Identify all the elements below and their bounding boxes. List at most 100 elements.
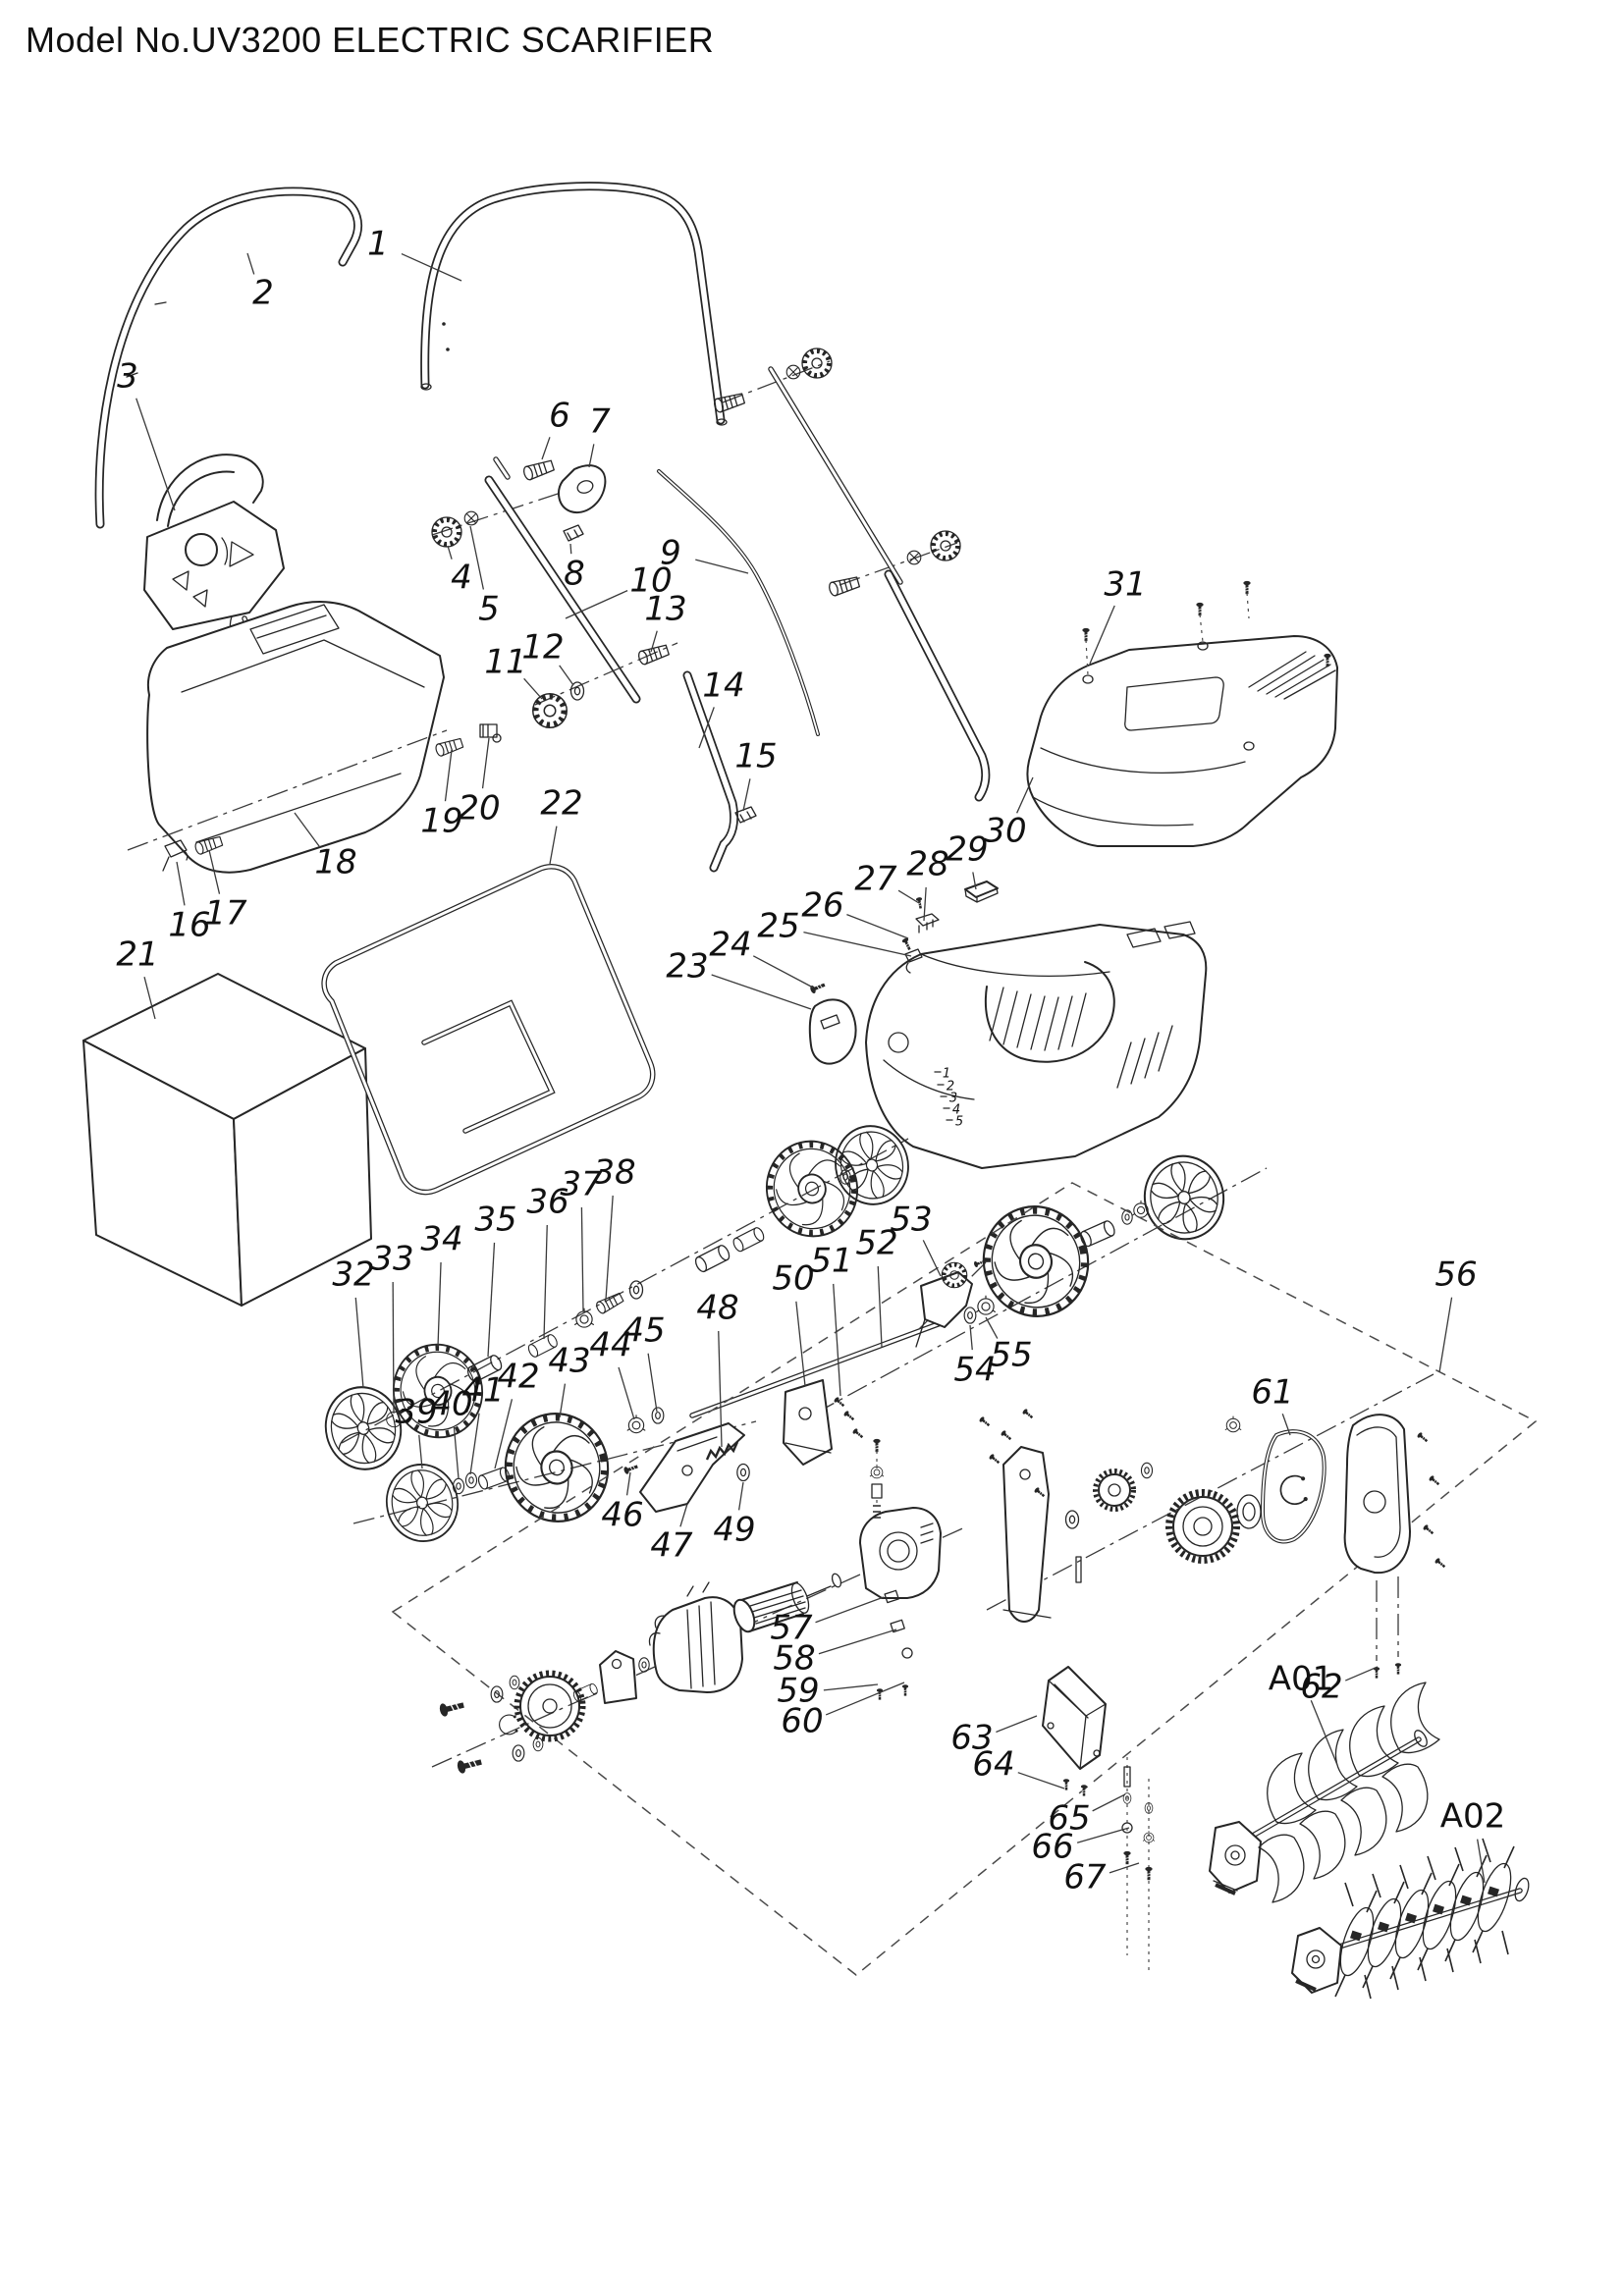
belt-cover-62 [1343,1414,1447,1679]
svg-text:25: 25 [757,907,799,946]
leader-line-66 [1076,1827,1130,1843]
clip-8 [563,524,584,542]
svg-text:8: 8 [564,555,585,594]
svg-text:58: 58 [773,1639,815,1679]
part-label-62: 62 [1300,1666,1379,1707]
bag-cover-18 [127,601,448,874]
leader-line-36 [543,1224,548,1340]
svg-text:50: 50 [772,1259,814,1299]
motor-transmission-assembly [431,1438,968,1776]
leader-line-5 [469,525,485,590]
part-label-11: 11 [484,643,543,700]
svg-text:67: 67 [1063,1858,1107,1897]
svg-text:19: 19 [420,802,462,841]
part-label-A01: A01 [1269,1660,1338,1766]
part-label-53: 53 [890,1201,942,1277]
svg-text:14: 14 [702,667,744,706]
leader-line-3 [135,398,176,511]
knob-right-lower [931,531,960,561]
leader-line-52 [877,1265,883,1348]
leader-line-1 [401,252,462,282]
svg-text:3: 3 [117,357,138,397]
part-label-29: 29 [946,830,989,890]
leader-line-43 [559,1383,567,1418]
svg-text:34: 34 [420,1220,462,1259]
washer-rear-right [1121,1209,1133,1225]
part-label-44: 44 [589,1326,635,1420]
svg-text:46: 46 [601,1496,643,1535]
pulley-ring [1236,1494,1262,1529]
deck-scale-digit-3: 3 [949,1092,957,1106]
part-label-14: 14 [698,667,745,749]
upper-handle-bar-right [420,182,728,426]
leader-line-20 [481,737,490,789]
leader-line-39 [418,1434,423,1469]
part-label-60: 60 [781,1682,905,1741]
long-screw-a [437,1697,466,1719]
part-label-51: 51 [810,1242,853,1397]
part-label-40: 40 [430,1385,473,1479]
height-adjuster-assembly [689,1147,1234,1466]
washer-49 [736,1463,750,1482]
leader-line-14 [698,707,715,749]
deck-scale-digit-1: 1 [943,1067,950,1082]
part-label-31: 31 [1089,565,1147,665]
svg-text:10: 10 [629,561,672,601]
svg-text:22: 22 [540,784,582,824]
leader-line-11 [523,677,543,700]
svg-text:21: 21 [116,935,158,975]
leader-line-19 [444,749,453,802]
screw-26 [900,936,913,952]
part-label-66: 66 [1031,1827,1130,1867]
leader-line-44 [618,1366,635,1420]
leader-line-10 [565,590,628,619]
svg-text:20: 20 [458,789,500,828]
leader-line-58 [818,1629,897,1655]
bowden-cable-9 [657,469,820,736]
deck-housing-23 [808,921,1208,1169]
leader-line-53 [922,1240,942,1277]
washer-front [628,1280,644,1300]
svg-text:53: 53 [890,1201,932,1240]
svg-text:29: 29 [946,830,988,870]
page-title: Model No.UV3200 ELECTRIC SCARIFIER [26,20,715,60]
part-label-54: 54 [953,1324,997,1390]
lower-handle-tube-left-10 [484,456,641,704]
leader-line-17 [208,849,221,894]
washer-right-upper [785,364,801,380]
small-pulley [1093,1468,1136,1512]
clip-16 [162,839,189,872]
left-handle-junction [432,457,610,547]
svg-text:12: 12 [521,628,564,667]
leader-line-31 [1089,605,1115,665]
svg-text:26: 26 [801,886,843,926]
washer-40 [452,1477,465,1495]
svg-text:5: 5 [478,590,500,629]
svg-text:4: 4 [451,559,472,598]
leader-line-18 [294,812,321,848]
svg-text:38: 38 [593,1153,635,1193]
svg-text:27: 27 [854,860,897,899]
belt-nut [1224,1415,1242,1433]
bag-frame-22 [321,864,656,1196]
part-label-A02: A02 [1440,1797,1506,1884]
svg-text:A02: A02 [1440,1797,1506,1837]
svg-text:40: 40 [430,1385,472,1424]
svg-text:41: 41 [461,1371,504,1411]
leader-line-33 [392,1281,395,1415]
front-axle-assembly [315,1117,918,1478]
leader-line-56 [1438,1297,1453,1373]
svg-text:65: 65 [1048,1799,1090,1839]
part-label-8: 8 [564,543,585,594]
svg-text:33: 33 [371,1240,413,1279]
part-label-37: 37 [560,1165,603,1312]
deck-height-notches [934,1071,953,1121]
part-label-32: 32 [332,1255,375,1389]
drive-belt-61 [1260,1429,1326,1544]
circlip-fan [499,1714,519,1735]
part-label-9: 9 [660,534,749,574]
leader-line-6 [541,437,551,460]
part-label-48: 48 [696,1289,739,1448]
leader-line-41 [469,1413,480,1475]
part-label-41: 41 [461,1371,505,1475]
